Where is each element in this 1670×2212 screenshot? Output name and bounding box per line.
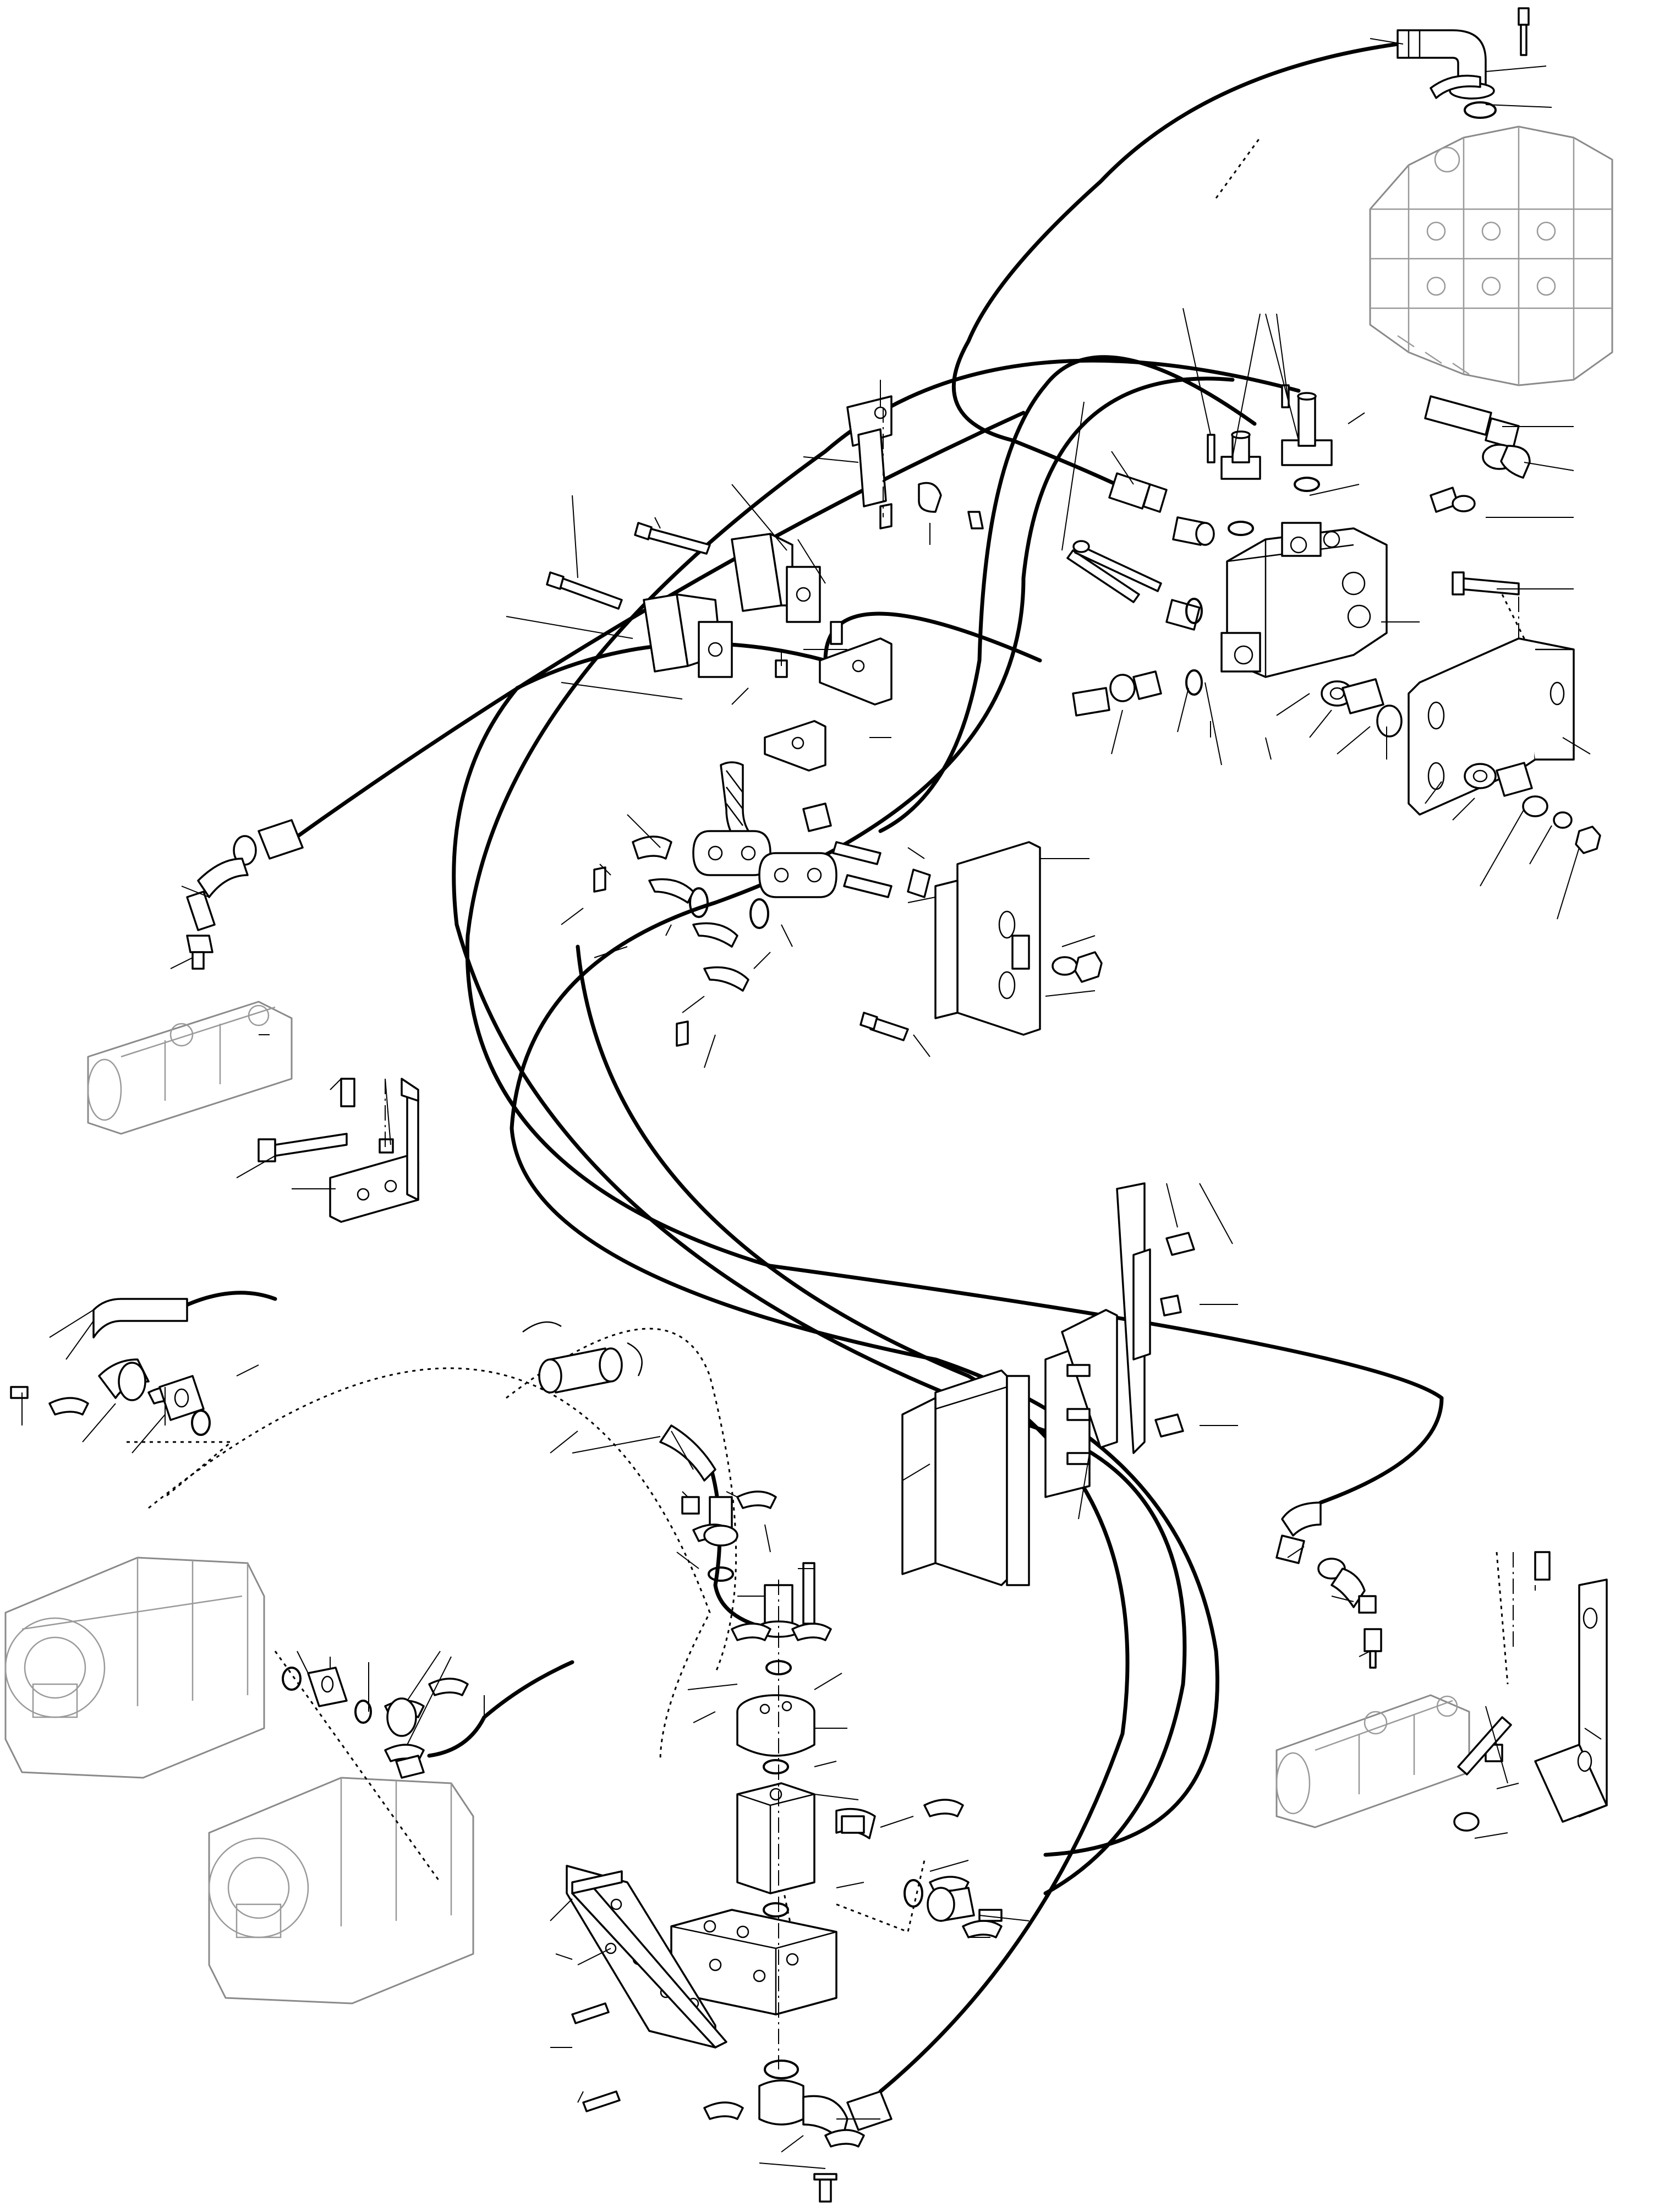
center-support-plate xyxy=(859,841,1103,1041)
right-cylinder-ghost xyxy=(1275,1694,1470,1828)
center-right-hose-fittings xyxy=(1066,472,1215,717)
center-flange-group xyxy=(593,761,931,1047)
hose-mid-s xyxy=(510,376,1235,1857)
right-lower-bracket xyxy=(1453,1551,1608,1832)
hose-top-loop xyxy=(951,42,1400,498)
left-cover-plate xyxy=(566,1865,727,2049)
center-hose-coupling xyxy=(522,1321,777,1582)
pilot-valve-block xyxy=(1220,522,1388,678)
right-mounting-bracket xyxy=(1408,637,1575,816)
hose-pump-upper xyxy=(174,1291,277,1312)
left-pump-fittings xyxy=(10,1298,211,1436)
hose-center-vertical xyxy=(708,1462,773,1631)
left-cylinder-ghost xyxy=(87,1001,293,1135)
small-angle-brackets xyxy=(764,621,893,772)
right-washers xyxy=(1072,540,1601,854)
main-control-valve-ghost xyxy=(1369,125,1613,386)
callout-leaders xyxy=(21,38,1602,2169)
bottom-elbow-fittings xyxy=(582,2060,893,2203)
part-centerlines xyxy=(385,407,1519,2069)
left-l-bracket xyxy=(258,1078,419,1223)
left-hose-end-fittings xyxy=(186,819,304,970)
hose-center-s xyxy=(878,355,1257,833)
right-port-fittings xyxy=(904,1799,1003,1938)
vertical-valve-stack xyxy=(670,1562,876,2016)
valve-port-fittings xyxy=(1424,395,1531,513)
top-elbow-fitting xyxy=(1397,7,1530,119)
hose-lower-s xyxy=(452,611,1187,1896)
pump-upper-ghost xyxy=(4,1556,265,1779)
pump-lower-ghost xyxy=(208,1777,474,2005)
upper-clamp-brackets xyxy=(546,395,984,678)
hose-pump-lower xyxy=(427,1660,574,1758)
left-pump-lower-fittings xyxy=(282,1667,469,1779)
solenoid-tops xyxy=(1207,384,1333,536)
hose-bottom-return xyxy=(576,944,1130,2094)
right-lower-elbow-fittings xyxy=(1275,1501,1382,1669)
center-clamp-stack xyxy=(901,1182,1195,1586)
